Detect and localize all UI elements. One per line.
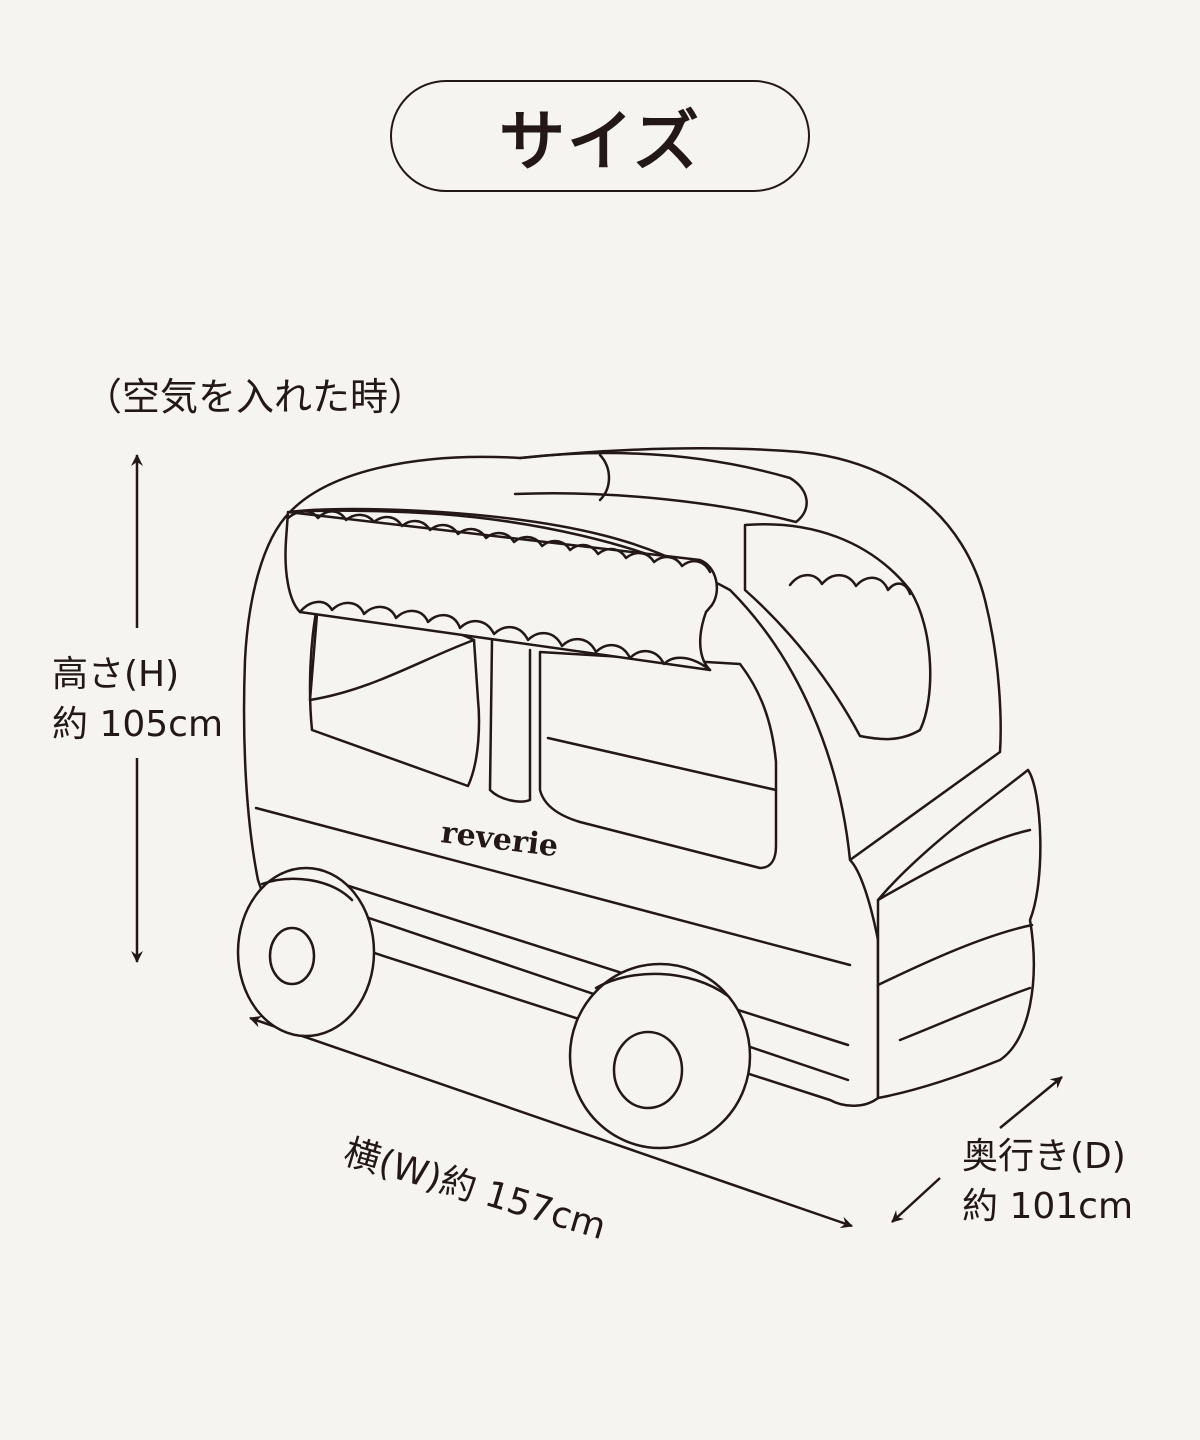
bus-drawing — [236, 446, 1042, 1150]
bus-rear-panel — [743, 523, 932, 741]
side-window-inner — [546, 736, 778, 792]
awning-top-scallops — [286, 510, 712, 574]
height-dimension: 高さ(H) 約 105cm — [52, 650, 223, 750]
bumper-tube-2 — [876, 923, 1034, 987]
body-belt-line — [254, 806, 852, 967]
depth-dimension: 奥行き(D) 約 101cm — [962, 1132, 1133, 1232]
window-pillar — [488, 638, 532, 803]
front-wheel-rim — [594, 972, 730, 998]
bus-roof-tube-cap — [598, 453, 611, 502]
page-title: サイズ — [498, 103, 702, 180]
rear-wheel-hub — [268, 926, 316, 986]
width-arrow — [249, 1015, 853, 1229]
body-lower-line — [328, 878, 850, 1047]
side-window — [538, 650, 778, 870]
title-badge: サイズ — [390, 80, 810, 192]
bumper-tube-3 — [898, 986, 1032, 1042]
rear-wheel-rim — [260, 877, 354, 902]
depth-arrow-lower — [891, 1177, 941, 1223]
rear-scallop — [788, 573, 912, 596]
bus-roof-tube — [513, 451, 808, 524]
awning-scallops — [298, 600, 712, 672]
depth-arrow-upper — [999, 1076, 1063, 1129]
height-value: 約 105cm — [52, 704, 224, 745]
inflated-note: （空気を入れた時） — [84, 375, 427, 419]
depth-label: 奥行き(D) — [962, 1136, 1126, 1177]
front-window-inner — [308, 600, 476, 702]
front-wheel-hub — [612, 1030, 684, 1110]
front-bumper — [876, 768, 1042, 1100]
depth-value: 約 101cm — [962, 1186, 1134, 1227]
height-label: 高さ(H) — [52, 654, 180, 695]
bumper-tube-1 — [876, 828, 1032, 902]
awning — [284, 510, 719, 672]
